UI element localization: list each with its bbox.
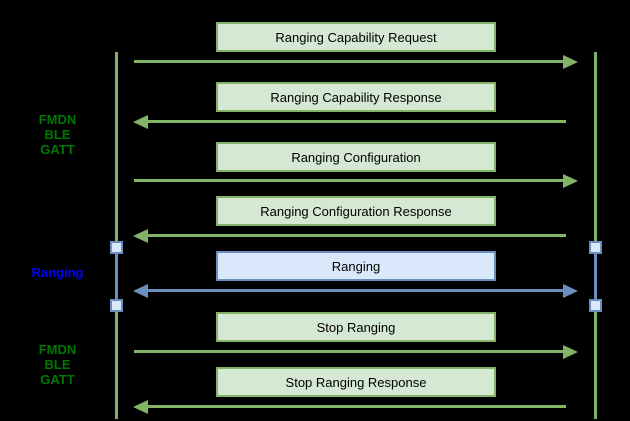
arrow-left [133, 115, 566, 129]
arrowhead-left-icon [133, 229, 148, 243]
arrow-left [133, 229, 566, 243]
arrow-shaft [144, 405, 566, 408]
arrow-shaft [134, 60, 567, 63]
arrowhead-left-icon [133, 284, 148, 298]
session-end-marker-square [110, 299, 123, 312]
arrowhead-right-icon [563, 174, 578, 188]
arrow-shaft [134, 350, 567, 353]
lifeline-left [110, 52, 123, 419]
lifeline-right [589, 52, 602, 419]
arrow-shaft [144, 234, 566, 237]
arrowhead-left-icon [133, 115, 148, 129]
arrowhead-right-icon [563, 55, 578, 69]
message-box-stop-ranging-response: Stop Ranging Response [216, 367, 496, 397]
arrowhead-right-icon [563, 284, 578, 298]
arrow-shaft [144, 120, 566, 123]
session-end-marker-square [589, 299, 602, 312]
arrow-bidirectional [133, 284, 578, 298]
arrowhead-right-icon [563, 345, 578, 359]
message-box-ranging: Ranging [216, 251, 496, 281]
arrow-shaft [134, 179, 567, 182]
session-start-marker-square [589, 241, 602, 254]
message-box-stop-ranging: Stop Ranging [216, 312, 496, 342]
message-box-ranging-configuration: Ranging Configuration [216, 142, 496, 172]
arrow-left [133, 400, 566, 414]
phase-label-ranging: Ranging [31, 265, 84, 280]
message-box-ranging-configuration-response: Ranging Configuration Response [216, 196, 496, 226]
message-box-ranging-capability-request: Ranging Capability Request [216, 22, 496, 52]
arrow-shaft [144, 289, 567, 292]
message-box-ranging-capability-response: Ranging Capability Response [216, 82, 496, 112]
session-start-marker-square [110, 241, 123, 254]
arrow-right [134, 174, 578, 188]
ranging-session-segment [115, 247, 118, 307]
phase-label-fmdn-ble-gatt-bottom: FMDN BLE GATT [38, 342, 77, 387]
arrowhead-left-icon [133, 400, 148, 414]
ranging-session-segment [594, 247, 597, 307]
arrow-right [134, 55, 578, 69]
phase-label-fmdn-ble-gatt-top: FMDN BLE GATT [38, 112, 77, 157]
arrow-right [134, 345, 578, 359]
